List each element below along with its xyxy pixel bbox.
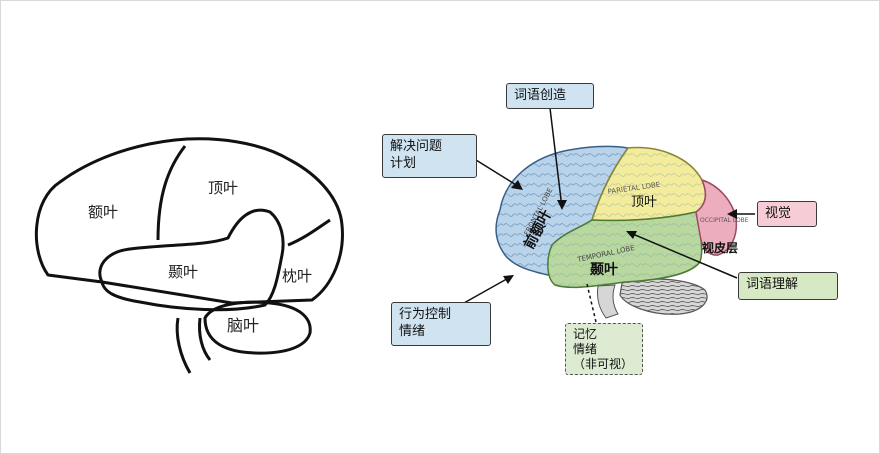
temporal-lobe-outline xyxy=(98,208,285,312)
arrow-memory xyxy=(586,283,597,323)
arrow-problem-planning xyxy=(475,159,522,189)
left-cerebellum-outline xyxy=(203,300,312,355)
left-frontal-label: 额叶 xyxy=(88,203,118,221)
parietal-lobe-label: 顶叶 xyxy=(631,195,657,210)
callout-word-creation: 词语创造 xyxy=(506,83,594,109)
left-occipital-label: 枕叶 xyxy=(282,267,312,285)
callout-behavior-emotion: 行为控制 情绪 xyxy=(391,302,491,346)
central-sulcus-line xyxy=(156,145,187,241)
occipital-latin-label: OCCIPITAL LOBE xyxy=(700,217,749,224)
left-parietal-label: 顶叶 xyxy=(208,179,238,197)
temporal-lobe-label: 颞叶 xyxy=(589,262,618,278)
callout-problem-planning: 解决问题 计划 xyxy=(382,134,477,178)
occipital-division-line xyxy=(287,218,331,247)
right-brainstem-shape xyxy=(597,284,619,319)
callout-memory-emotion: 记忆 情绪 （非可视） xyxy=(565,323,643,375)
arrow-word-creation xyxy=(549,107,563,209)
callout-word-understanding: 词语理解 xyxy=(738,272,838,300)
left-temporal-label: 颞叶 xyxy=(168,263,198,281)
callout-vision: 视觉 xyxy=(757,201,817,227)
left-brain-outline xyxy=(34,137,344,305)
occipital-lobe-label: 视皮层 xyxy=(702,240,738,255)
left-cerebellum-label: 脑叶 xyxy=(227,316,259,335)
left-brainstem-outline xyxy=(175,317,212,374)
arrow-word-understanding xyxy=(627,231,738,279)
